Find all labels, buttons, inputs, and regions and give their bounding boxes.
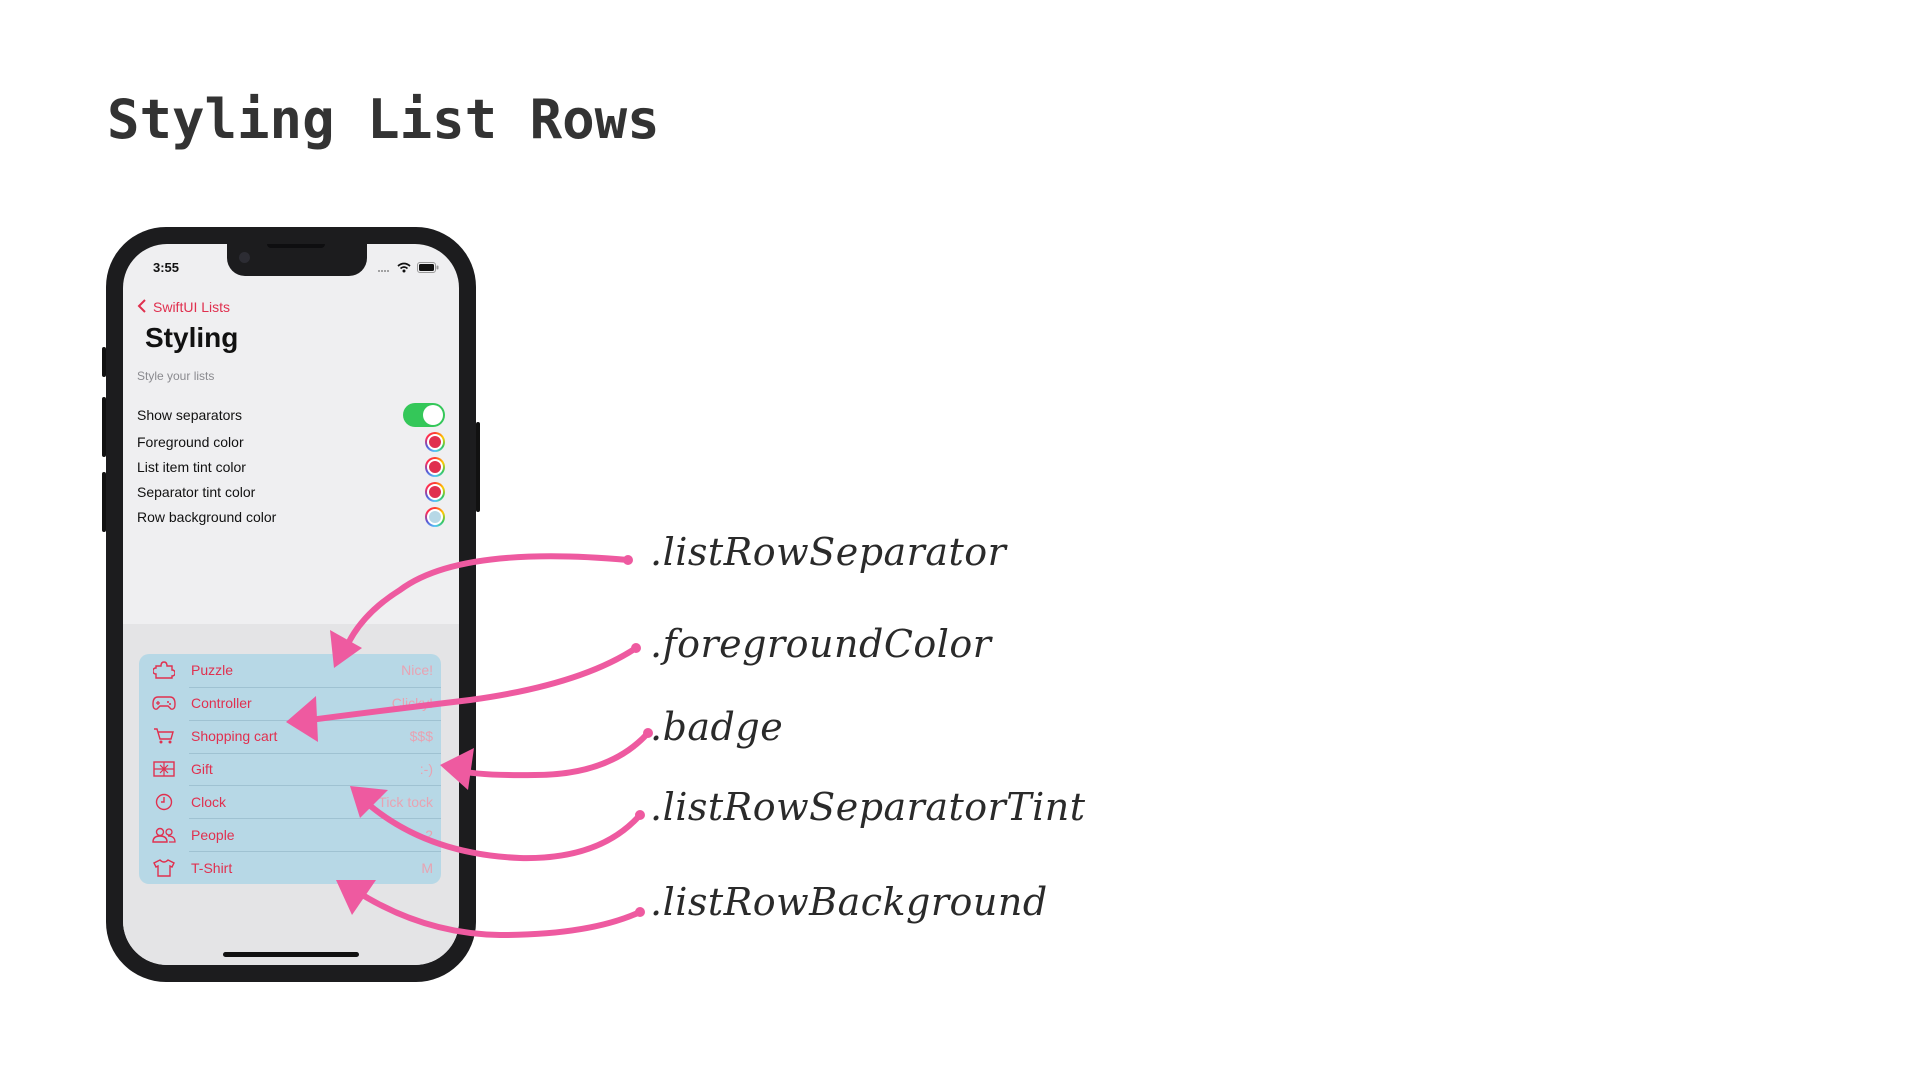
list-item-label: Shopping cart bbox=[191, 728, 278, 745]
tshirt-icon bbox=[145, 858, 183, 877]
status-time: 3:55 bbox=[153, 260, 180, 275]
styled-list: Puzzle Nice! Controller Clicky! Shopping… bbox=[139, 654, 441, 884]
setting-label: List item tint color bbox=[137, 459, 246, 475]
arrow-tails bbox=[623, 555, 653, 917]
annotation-badge: .badge bbox=[650, 705, 784, 749]
wifi-icon bbox=[397, 260, 411, 278]
arrowhead-badge bbox=[440, 748, 474, 790]
list-item-badge: :-) bbox=[419, 761, 433, 777]
arrowhead-foreground-color bbox=[286, 696, 318, 742]
list-item-badge: M bbox=[421, 859, 433, 876]
status-icons bbox=[377, 260, 439, 278]
clock-icon bbox=[145, 793, 183, 811]
slide-title: Styling List Rows bbox=[107, 88, 660, 151]
arrow-shafts bbox=[292, 553, 651, 939]
notch bbox=[227, 244, 367, 276]
arrow-list-row-separator-tint bbox=[355, 792, 643, 862]
arrow-tail-dot bbox=[643, 728, 653, 738]
section-header: Style your lists bbox=[137, 369, 215, 383]
people-icon bbox=[145, 827, 183, 843]
setting-label: Show separators bbox=[137, 407, 243, 423]
volume-down-button bbox=[102, 472, 106, 532]
camera bbox=[239, 252, 250, 263]
speaker bbox=[267, 244, 325, 248]
list-item-label: People bbox=[191, 826, 235, 843]
arrow-list-row-background bbox=[347, 884, 643, 939]
battery-icon bbox=[417, 260, 439, 278]
arrow-foreground-color bbox=[292, 645, 639, 725]
phone-screen: 3:55 SwiftUI Lists Styling Style your li… bbox=[123, 244, 459, 965]
setting-row-show-separators: Show separators bbox=[137, 401, 445, 429]
arrow-tail-dot bbox=[623, 555, 633, 565]
arrow-heads bbox=[286, 630, 474, 915]
back-button[interactable]: SwiftUI Lists bbox=[137, 298, 230, 316]
list-item-badge: $$$ bbox=[409, 728, 433, 745]
setting-row-row-background-color: Row background color bbox=[137, 503, 445, 531]
annotation-list-row-background: .listRowBackground bbox=[650, 880, 1048, 924]
arrowhead-list-row-separator bbox=[330, 630, 362, 668]
power-button bbox=[476, 422, 480, 512]
show-separators-toggle[interactable] bbox=[403, 403, 445, 427]
annotation-list-row-separator-tint: .listRowSeparatorTint bbox=[650, 785, 1086, 829]
annotation-list-row-separator: .listRowSeparator bbox=[650, 530, 1007, 574]
setting-row-separator-tint-color: Separator tint color bbox=[137, 478, 445, 506]
volume-up-button bbox=[102, 397, 106, 457]
list-item-label: Controller bbox=[191, 695, 252, 712]
arrow-tail-dot bbox=[635, 810, 645, 820]
list-item-badge: Tick tock bbox=[378, 793, 433, 810]
row-background-color-picker[interactable] bbox=[425, 507, 445, 527]
list-item-label: Gift bbox=[191, 761, 213, 777]
list-item-tint-color-picker[interactable] bbox=[425, 457, 445, 477]
setting-label: Row background color bbox=[137, 509, 277, 525]
arrow-badge bbox=[452, 730, 651, 779]
list-item[interactable]: Gift :-) bbox=[139, 752, 441, 786]
list-item-label: Puzzle bbox=[191, 662, 234, 679]
list-item[interactable]: People 2 bbox=[139, 818, 441, 851]
color-well bbox=[427, 459, 443, 475]
list-item[interactable]: Clock Tick tock bbox=[139, 785, 441, 818]
game-controller-icon bbox=[145, 695, 183, 711]
foreground-color-picker[interactable] bbox=[425, 432, 445, 452]
setting-row-foreground-color: Foreground color bbox=[137, 428, 445, 456]
list-item[interactable]: Puzzle Nice! bbox=[139, 654, 441, 687]
arrow-tail-dot bbox=[635, 907, 645, 917]
arrowhead-list-row-background bbox=[336, 880, 376, 915]
color-well bbox=[427, 434, 443, 450]
mute-switch bbox=[102, 347, 106, 377]
setting-row-list-item-tint-color: List item tint color bbox=[137, 453, 445, 481]
arrow-list-row-separator bbox=[342, 553, 631, 653]
page-title: Styling bbox=[145, 322, 239, 353]
arrow-tail-dot bbox=[631, 643, 641, 653]
cellular-signal-icon bbox=[377, 260, 391, 278]
list-item-label: T-Shirt bbox=[191, 859, 233, 876]
list-item-badge: Nice! bbox=[401, 662, 433, 679]
setting-label: Foreground color bbox=[137, 434, 244, 450]
annotation-foreground-color: .foregroundColor bbox=[650, 622, 992, 666]
list-item-badge: 2 bbox=[425, 826, 433, 843]
back-button-label: SwiftUI Lists bbox=[153, 299, 231, 315]
setting-label: Separator tint color bbox=[137, 484, 256, 500]
color-well bbox=[427, 509, 443, 525]
list-item[interactable]: T-Shirt M bbox=[139, 851, 441, 884]
arrowhead-list-row-separator-tint bbox=[350, 786, 388, 818]
iphone-frame: 3:55 SwiftUI Lists Styling Style your li… bbox=[102, 227, 480, 982]
chevron-left-icon bbox=[137, 298, 147, 316]
color-well bbox=[427, 484, 443, 500]
gift-icon bbox=[145, 761, 183, 777]
puzzle-icon bbox=[145, 661, 183, 680]
home-indicator bbox=[223, 952, 359, 957]
shopping-cart-icon bbox=[145, 727, 183, 745]
separator-tint-color-picker[interactable] bbox=[425, 482, 445, 502]
list-item-label: Clock bbox=[191, 793, 227, 810]
